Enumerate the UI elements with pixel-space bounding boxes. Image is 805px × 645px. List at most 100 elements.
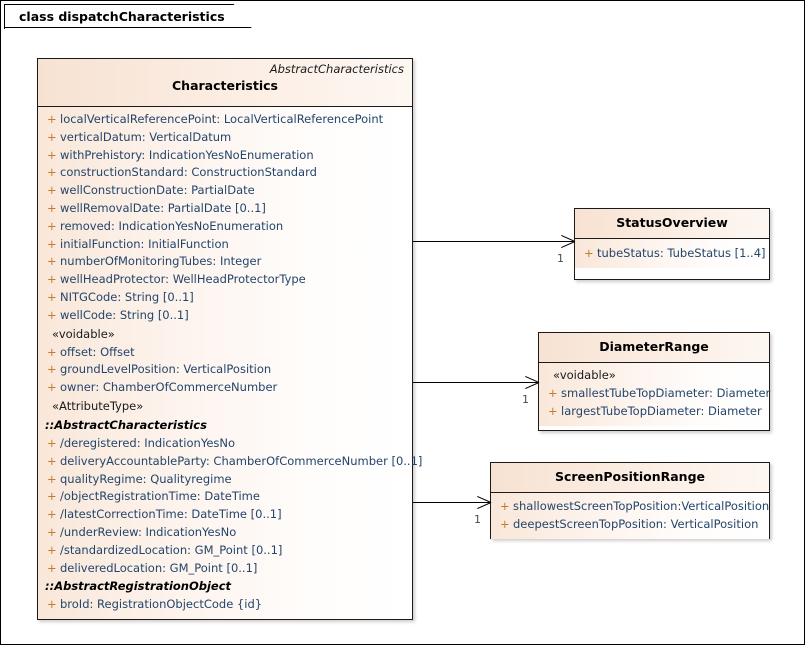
attribute-signature: withPrehistory: IndicationYesNoEnumerati… [60, 147, 314, 162]
association-line-screenpositionrange[interactable] [413, 502, 490, 503]
attribute-visibility: + [47, 129, 57, 144]
attribute-row[interactable]: +wellConstructionDate: PartialDate [38, 182, 412, 200]
stereotype-label: «AttributeType» [52, 398, 144, 413]
attribute-row[interactable]: +groundLevelPosition: VerticalPosition [38, 361, 412, 379]
attribute-signature: offset: Offset [60, 344, 135, 359]
attribute-signature: deepestScreenTopPosition: VerticalPositi… [513, 516, 759, 531]
attribute-row[interactable]: +wellHeadProtector: WellHeadProtectorTyp… [38, 271, 412, 289]
attribute-visibility: + [548, 386, 558, 400]
attribute-visibility: + [47, 524, 57, 539]
attribute-row[interactable]: +shallowestScreenTopPosition:VerticalPos… [491, 498, 769, 516]
attribute-row[interactable]: +broId: RegistrationObjectCode {id} [38, 596, 412, 614]
attribute-row[interactable]: +deliveryAccountableParty: ChamberOfComm… [38, 453, 422, 471]
inherited-section-header: ::AbstractRegistrationObject [45, 579, 232, 594]
attribute-visibility: + [47, 236, 57, 251]
class-box-screenpositionrange[interactable]: ScreenPositionRange +shallowestScreenTop… [490, 462, 770, 539]
attribute-signature: wellCode: String [0..1] [60, 307, 189, 322]
attribute-signature: wellHeadProtector: WellHeadProtectorType [60, 272, 306, 287]
attribute-row[interactable]: +/standardizedLocation: GM_Point [0..1] [38, 542, 412, 560]
attribute-signature: deliveredLocation: GM_Point [0..1] [60, 560, 258, 575]
class-box-characteristics[interactable]: AbstractCharacteristics Characteristics … [37, 58, 422, 620]
class-name-diameterrange: DiameterRange [599, 339, 709, 354]
attribute-row[interactable]: +NITGCode: String [0..1] [38, 289, 412, 307]
attribute-row[interactable]: +largestTubeTopDiameter: Diameter [539, 403, 769, 421]
class-attributes-characteristics: +localVerticalReferencePoint: LocalVerti… [38, 107, 422, 620]
attribute-visibility: + [47, 218, 57, 233]
class-box-statusoverview[interactable]: StatusOverview +tubeStatus: TubeStatus [… [574, 208, 770, 280]
attribute-signature: /latestCorrectionTime: DateTime [0..1] [60, 507, 282, 522]
attribute-row[interactable]: +numberOfMonitoringTubes: Integer [38, 253, 412, 271]
class-attributes-statusoverview: +tubeStatus: TubeStatus [1..4] [575, 239, 769, 268]
attribute-row[interactable]: +initialFunction: InitialFunction [38, 236, 412, 254]
attribute-signature: /standardizedLocation: GM_Point [0..1] [60, 542, 283, 557]
attribute-signature: deliveryAccountableParty: ChamberOfComme… [60, 453, 423, 468]
association-multiplicity-diameterrange: 1 [522, 393, 529, 406]
attribute-visibility: + [47, 542, 57, 557]
attribute-visibility: + [47, 560, 57, 575]
attribute-row[interactable]: +tubeStatus: TubeStatus [1..4] [575, 245, 769, 263]
attribute-row[interactable]: +constructionStandard: ConstructionStand… [38, 164, 412, 182]
association-line-statusoverview[interactable] [413, 241, 574, 242]
attribute-row[interactable]: +/latestCorrectionTime: DateTime [0..1] [38, 506, 412, 524]
attribute-row[interactable]: +wellRemovalDate: PartialDate [0..1] [38, 200, 412, 218]
attribute-row[interactable]: +qualityRegime: Qualityregime [38, 471, 412, 489]
attribute-visibility: + [47, 289, 57, 304]
attribute-row[interactable]: +wellCode: String [0..1] [38, 307, 412, 325]
attribute-signature: /objectRegistrationTime: DateTime [60, 489, 260, 504]
attribute-visibility: + [47, 453, 57, 468]
attribute-signature: removed: IndicationYesNoEnumeration [60, 218, 284, 233]
attribute-signature: NITGCode: String [0..1] [60, 289, 194, 304]
diagram-tab-underline [4, 27, 5, 29]
attribute-row[interactable]: +withPrehistory: IndicationYesNoEnumerat… [38, 147, 412, 165]
class-box-diameterrange[interactable]: DiameterRange «voidable» +smallestTubeTop… [538, 332, 770, 431]
association-line-diameterrange[interactable] [413, 382, 538, 383]
class-attributes-diameterrange: «voidable» +smallestTubeTopDiameter: Diam… [539, 363, 771, 426]
attribute-visibility: + [47, 344, 57, 359]
attribute-signature: initialFunction: InitialFunction [60, 236, 229, 251]
class-parent-name: AbstractCharacteristics [269, 62, 404, 76]
attribute-visibility: + [47, 471, 57, 486]
attribute-signature: groundLevelPosition: VerticalPosition [60, 362, 272, 377]
attribute-row[interactable]: +owner: ChamberOfCommerceNumber [38, 379, 412, 397]
attribute-row[interactable]: +smallestTubeTopDiameter: Diameter [539, 385, 771, 403]
attribute-signature: wellRemovalDate: PartialDate [0..1] [60, 200, 266, 215]
attribute-row[interactable]: +/underReview: IndicationYesNo [38, 524, 412, 542]
attribute-row[interactable]: +verticalDatum: VerticalDatum [38, 129, 412, 147]
attribute-visibility: + [47, 597, 57, 612]
diagram-title-label: class dispatchCharacteristics [19, 8, 225, 24]
attribute-row[interactable]: +/deregistered: IndicationYesNo [38, 435, 412, 453]
attribute-row[interactable]: +deliveredLocation: GM_Point [0..1] [38, 560, 412, 578]
attribute-visibility: + [47, 183, 57, 198]
attribute-signature: smallestTubeTopDiameter: Diameter [561, 386, 771, 400]
diagram-title-tab[interactable]: class dispatchCharacteristics [4, 4, 252, 28]
attribute-visibility: + [500, 516, 510, 531]
association-multiplicity-statusoverview: 1 [557, 252, 564, 265]
association-multiplicity-screenpositionrange: 1 [474, 513, 481, 526]
attribute-signature: owner: ChamberOfCommerceNumber [60, 380, 278, 395]
inherited-section-header: ::AbstractCharacteristics [45, 417, 207, 432]
attribute-visibility: + [500, 499, 510, 513]
class-header-diameterrange: DiameterRange [539, 333, 769, 363]
class-name-screenpositionrange: ScreenPositionRange [554, 469, 706, 484]
attribute-visibility: + [47, 200, 57, 215]
attribute-signature: localVerticalReferencePoint: LocalVertic… [60, 112, 384, 126]
attribute-row[interactable]: +deepestScreenTopPosition: VerticalPosit… [491, 516, 769, 534]
attribute-visibility: + [47, 507, 57, 522]
attribute-row[interactable]: +removed: IndicationYesNoEnumeration [38, 218, 412, 236]
attribute-visibility: + [47, 112, 57, 126]
stereotype-label: «voidable» [52, 326, 115, 341]
attribute-row[interactable]: +localVerticalReferencePoint: LocalVerti… [38, 111, 412, 129]
attribute-visibility: + [47, 254, 57, 269]
stereotype-label: «voidable» [553, 368, 616, 382]
class-header-screenpositionrange: ScreenPositionRange [491, 463, 769, 493]
attribute-visibility: + [47, 435, 57, 450]
attribute-visibility: + [47, 362, 57, 377]
attribute-row[interactable]: +/objectRegistrationTime: DateTime [38, 488, 412, 506]
class-header-characteristics: AbstractCharacteristics Characteristics [38, 59, 412, 107]
association-arrow-screenpositionrange [476, 495, 492, 510]
class-header-statusoverview: StatusOverview [575, 209, 769, 239]
association-arrow-statusoverview [560, 234, 576, 249]
attribute-row[interactable]: +offset: Offset [38, 344, 412, 362]
attribute-signature: qualityRegime: Qualityregime [60, 471, 232, 486]
